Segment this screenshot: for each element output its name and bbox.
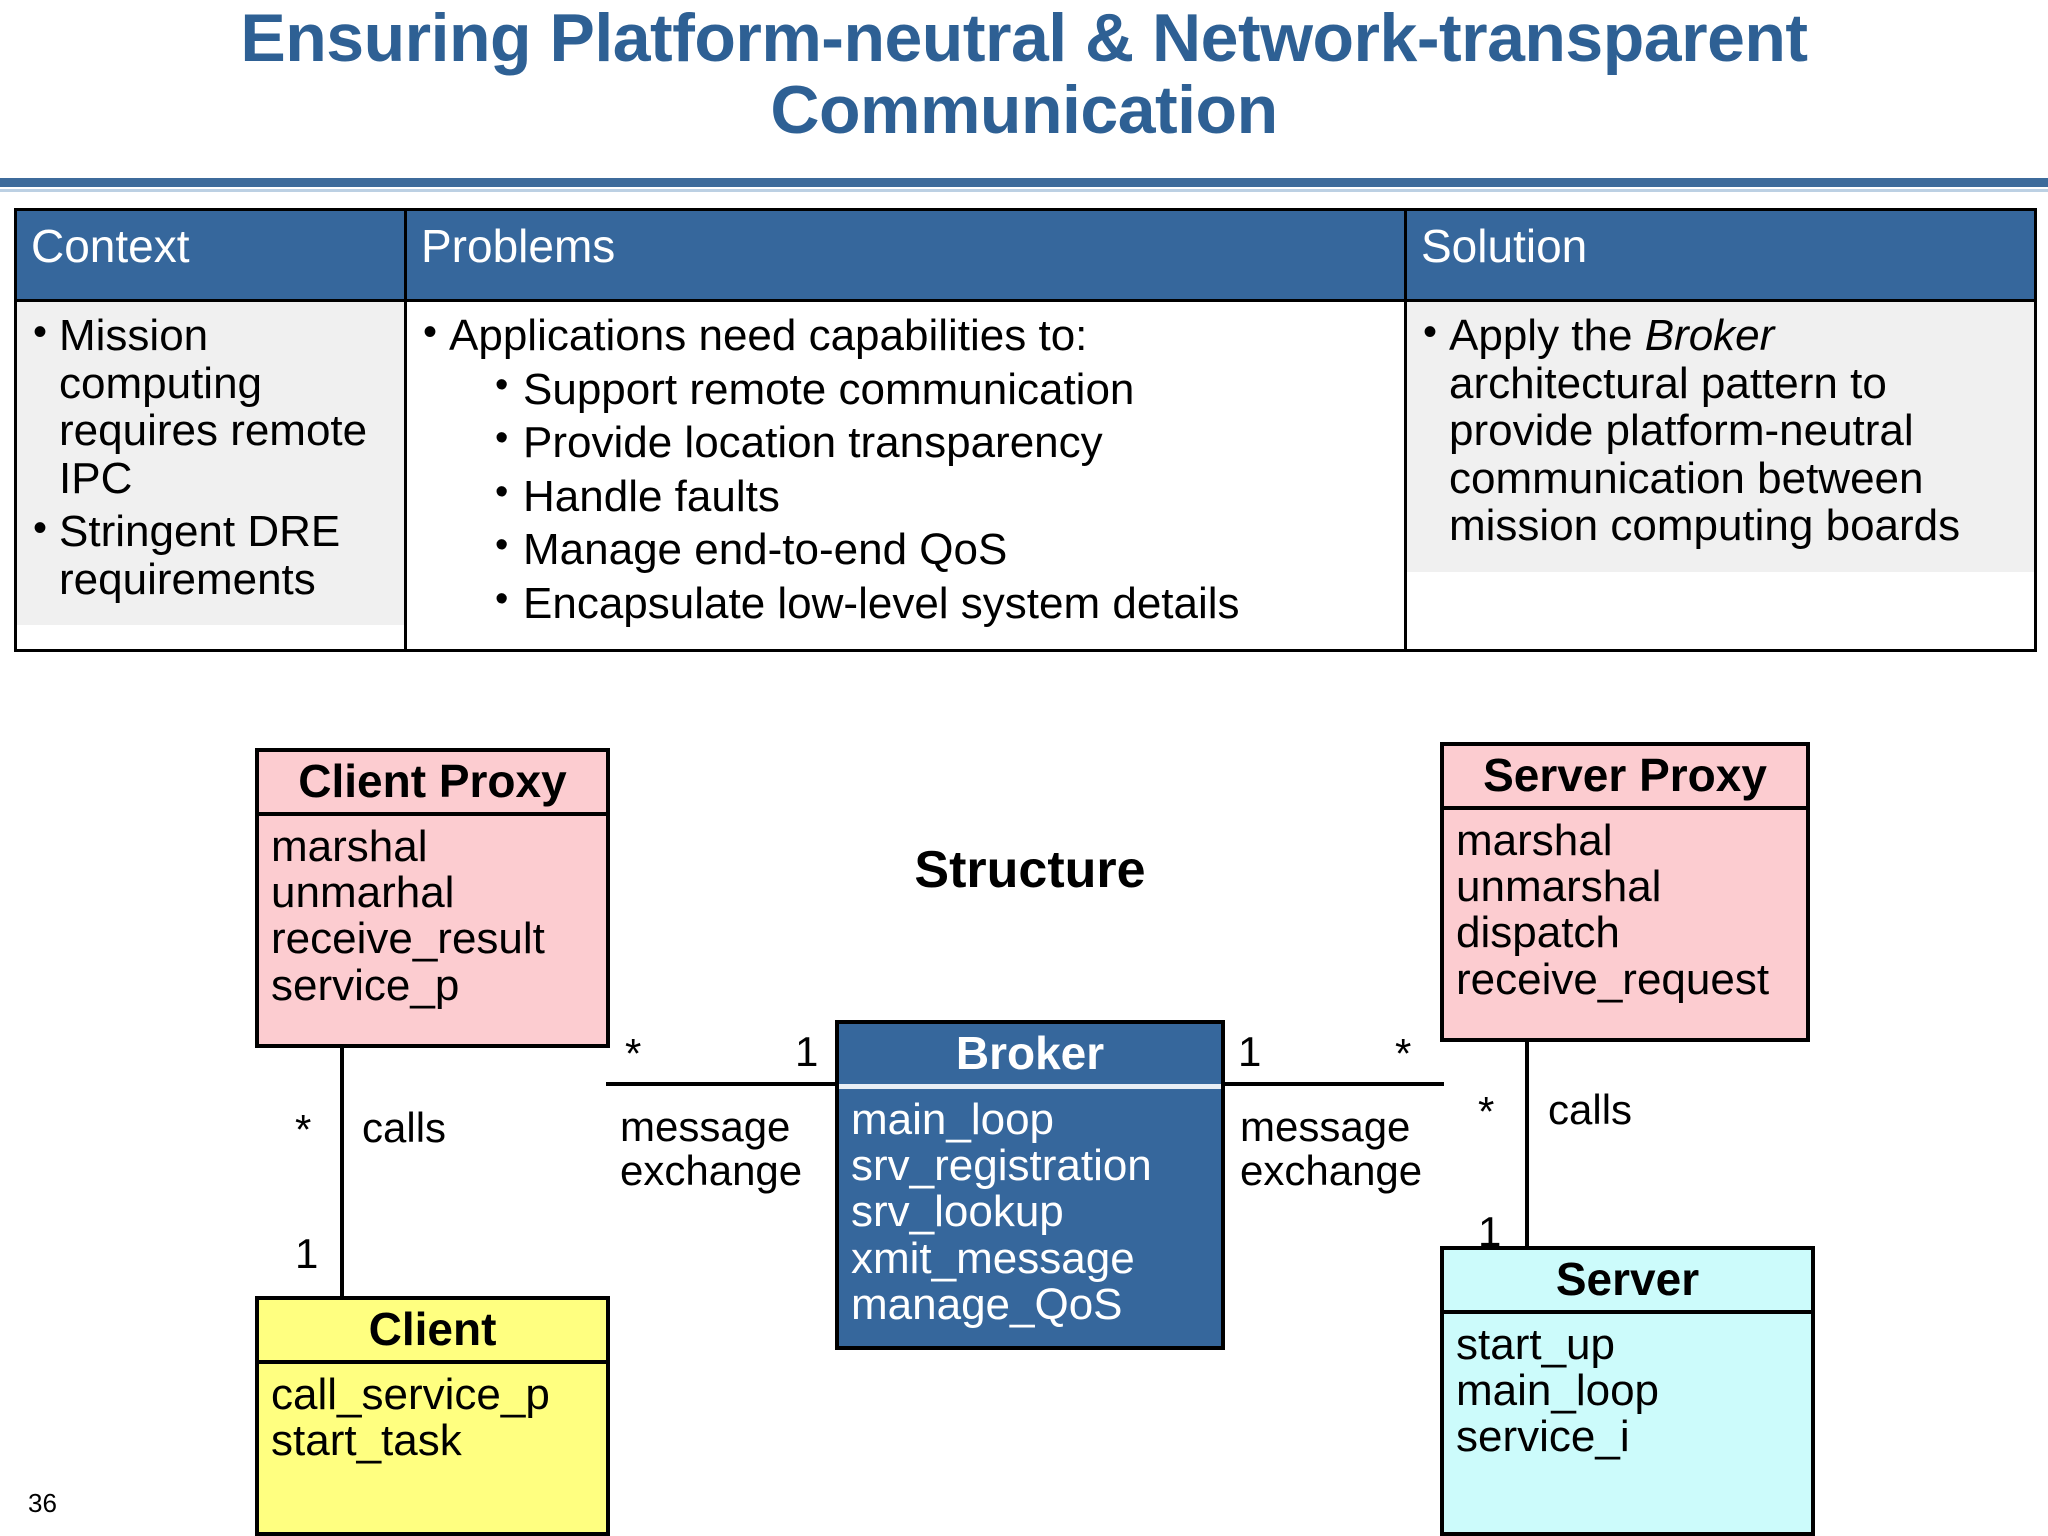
cell-problems: Applications need capabilities to: Suppo… xyxy=(404,298,1407,653)
column-header-context: Context xyxy=(14,208,407,302)
operation-item: manage_QoS xyxy=(851,1279,1123,1329)
column-header-problems: Problems xyxy=(404,208,1407,302)
class-separator xyxy=(259,812,606,816)
operation-item: start_up xyxy=(1456,1320,1615,1369)
class-box-server[interactable]: Server start_up main_loop service_i xyxy=(1440,1246,1815,1536)
association-line-serverproxy-server xyxy=(1525,1040,1529,1248)
problems-lead-text: Applications need capabilities to: xyxy=(449,311,1088,360)
table-header-row: Context Problems Solution xyxy=(14,208,2037,302)
class-operations-server: start_up main_loop service_i xyxy=(1444,1314,1811,1471)
problems-sub-item: Encapsulate low-level system details xyxy=(493,578,1392,628)
class-operations-client-proxy: marshal unmarhal receive_result service_… xyxy=(259,816,606,1019)
class-separator xyxy=(839,1084,1221,1089)
multiplicity-broker-one-right: 1 xyxy=(1238,1028,1262,1075)
class-box-broker[interactable]: Broker main_loop srv_registration srv_lo… xyxy=(835,1020,1225,1350)
operation-item: main_loop xyxy=(851,1095,1055,1144)
class-operations-broker: main_loop srv_registration srv_lookup xm… xyxy=(839,1089,1221,1338)
operation-item: service_p xyxy=(271,960,460,1010)
operation-item: dispatch xyxy=(1456,908,1620,958)
association-line-clientproxy-broker xyxy=(606,1082,839,1086)
class-name-client: Client xyxy=(368,1303,497,1355)
context-bullet-list: Mission computing requires remote IPC St… xyxy=(29,310,392,603)
multiplicity-broker-one-left: 1 xyxy=(795,1028,819,1075)
multiplicity-serverproxy-many: * xyxy=(1395,1030,1412,1077)
column-header-solution: Solution xyxy=(1404,208,2037,302)
class-name-server: Server xyxy=(1555,1253,1700,1305)
association-label-message-exchange-right: message exchange xyxy=(1240,1103,1423,1195)
operation-item: srv_registration xyxy=(851,1141,1152,1191)
association-label-message-exchange-left: message exchange xyxy=(620,1103,803,1195)
problems-bullet-list: Applications need capabilities to: Suppo… xyxy=(419,310,1392,628)
cell-solution: Apply the Broker architectural pattern t… xyxy=(1404,298,2037,653)
operation-item: call_service_p xyxy=(271,1370,550,1419)
diagram-heading: Structure xyxy=(914,841,1146,899)
class-separator xyxy=(1444,806,1806,810)
operation-item: start_task xyxy=(271,1416,462,1466)
problems-sub-item: Provide location transparency xyxy=(493,417,1392,467)
operation-item: main_loop xyxy=(1456,1366,1660,1416)
class-separator xyxy=(1444,1310,1811,1314)
multiplicity-serverproxy-calls-many: * xyxy=(1478,1088,1495,1135)
class-box-client-proxy[interactable]: Client Proxy marshal unmarhal receive_re… xyxy=(255,748,610,1048)
title-divider-rule xyxy=(0,178,2048,187)
broker-structure-diagram: Structure Client Proxy marshal unmarhal … xyxy=(0,720,2048,1536)
operation-item: srv_lookup xyxy=(851,1187,1064,1237)
association-label-calls-right: calls xyxy=(1548,1086,1633,1133)
association-line-broker-serverproxy xyxy=(1221,1082,1444,1086)
problems-sub-item: Support remote communication xyxy=(493,364,1392,414)
operation-item: service_i xyxy=(1456,1412,1630,1462)
association-label-calls-left: calls xyxy=(362,1104,447,1151)
multiplicity-clientproxy-calls-many: * xyxy=(295,1106,312,1153)
operation-item: xmit_message xyxy=(851,1233,1135,1283)
context-problems-solution-table: Context Problems Solution Mission comput… xyxy=(14,208,2037,653)
multiplicity-clientproxy-many: * xyxy=(625,1030,642,1077)
problems-sub-list: Support remote communication Provide loc… xyxy=(449,364,1392,628)
solution-text-after: architectural pattern to provide platfor… xyxy=(1449,358,1961,551)
class-operations-client: call_service_p start_task xyxy=(259,1364,606,1474)
operation-item: receive_request xyxy=(1456,954,1770,1004)
operation-item: marshal xyxy=(1456,816,1613,865)
cell-context: Mission computing requires remote IPC St… xyxy=(14,298,407,653)
class-separator xyxy=(259,1360,606,1364)
solution-bullet-item: Apply the Broker architectural pattern t… xyxy=(1419,310,2022,551)
context-bullet-item: Mission computing requires remote IPC xyxy=(29,310,392,502)
table-body-row: Mission computing requires remote IPC St… xyxy=(14,298,2037,653)
problems-sub-item: Manage end-to-end QoS xyxy=(493,524,1392,574)
operation-item: marshal xyxy=(271,822,428,871)
association-line-clientproxy-client xyxy=(340,1046,344,1298)
operation-item: unmarshal xyxy=(1456,862,1662,912)
title-divider-rule-light xyxy=(0,189,2048,192)
page-title: Ensuring Platform-neutral & Network-tran… xyxy=(240,0,1808,149)
class-name-broker: Broker xyxy=(955,1027,1105,1079)
class-box-client[interactable]: Client call_service_p start_task xyxy=(255,1296,610,1536)
solution-emphasis-broker: Broker xyxy=(1644,311,1775,360)
context-bullet-item: Stringent DRE requirements xyxy=(29,506,392,603)
class-box-server-proxy[interactable]: Server Proxy marshal unmarshal dispatch … xyxy=(1440,742,1810,1042)
solution-bullet-list: Apply the Broker architectural pattern t… xyxy=(1419,310,2022,551)
problems-sub-item: Handle faults xyxy=(493,471,1392,521)
class-name-client-proxy: Client Proxy xyxy=(298,755,567,807)
class-operations-server-proxy: marshal unmarshal dispatch receive_reque… xyxy=(1444,810,1806,1013)
operation-item: receive_result xyxy=(271,914,545,964)
page-number: 36 xyxy=(28,1488,57,1518)
multiplicity-server-one: 1 xyxy=(1478,1208,1502,1255)
class-name-server-proxy: Server Proxy xyxy=(1483,749,1767,801)
operation-item: unmarhal xyxy=(271,868,455,918)
multiplicity-client-one: 1 xyxy=(295,1230,319,1277)
solution-text-before: Apply the xyxy=(1449,311,1645,360)
problems-lead-bullet: Applications need capabilities to: Suppo… xyxy=(419,310,1392,628)
